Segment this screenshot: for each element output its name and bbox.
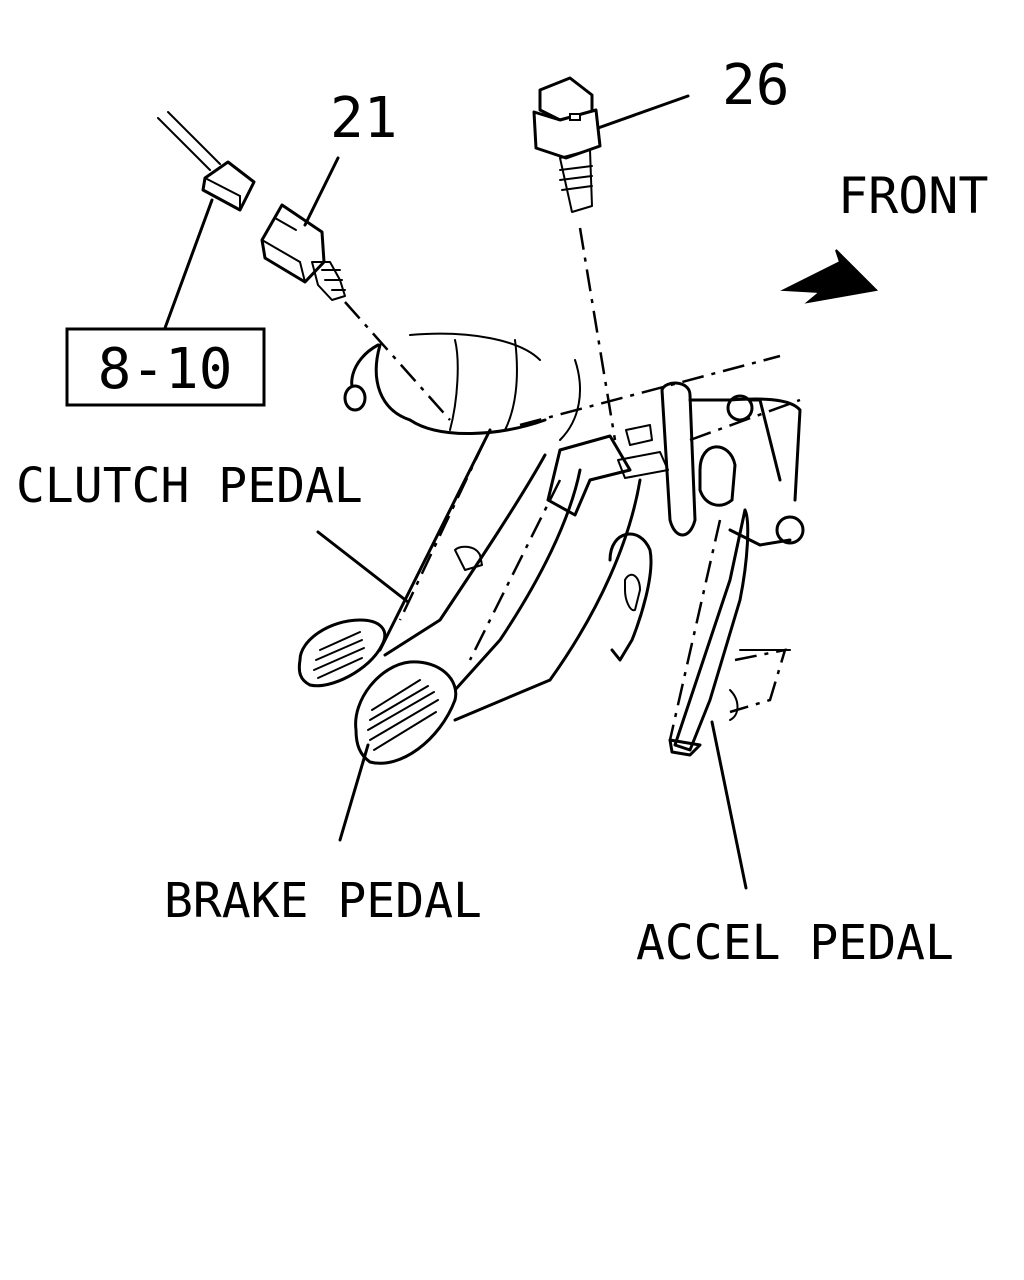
brake-pedal-label: BRAKE PEDAL <box>164 873 482 929</box>
reference-label-8-10: 8-10 <box>98 337 233 402</box>
part-number-26: 26 <box>722 53 789 118</box>
accel-pedal-leader <box>710 720 748 890</box>
brake-pedal-leader <box>338 743 370 842</box>
accel-pedal-label: ACCEL PEDAL <box>636 915 954 971</box>
front-arrow-icon <box>780 249 879 304</box>
reference-box-8-10: 8-10 <box>65 327 266 407</box>
harness-connector-8-10 <box>157 111 256 330</box>
part-number-21: 21 <box>330 86 397 151</box>
clutch-pedal-label: CLUTCH PEDAL <box>16 458 363 514</box>
front-direction-indicator: FRONT <box>780 167 989 304</box>
clutch-pad-ribs <box>313 631 365 679</box>
clutch-pedal-leader <box>316 530 410 604</box>
pedal-assembly <box>297 332 805 765</box>
front-label: FRONT <box>838 167 989 225</box>
brake-switch-26: 26 <box>532 53 789 441</box>
brake-pad-ribs <box>367 679 439 751</box>
clutch-switch-21: 21 <box>260 86 451 421</box>
